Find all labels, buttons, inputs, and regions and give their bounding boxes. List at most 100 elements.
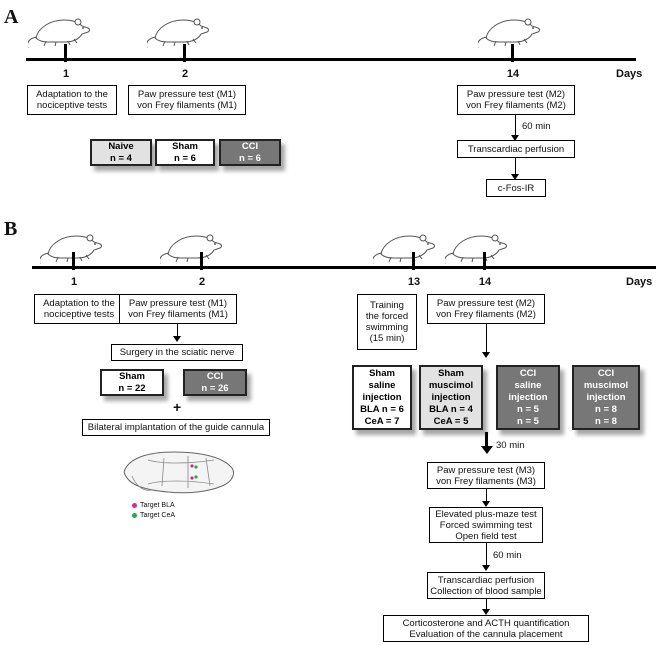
group-name: Naive	[108, 140, 134, 152]
flow-arrow-line	[486, 489, 487, 503]
group-cci: CCI n = 26	[183, 369, 247, 396]
legend-cea: Target CeA	[132, 512, 175, 519]
day-label: 13	[407, 276, 421, 288]
box-line: swimming	[365, 322, 409, 333]
group-line: muscimol	[583, 379, 629, 391]
legend-label: Target CeA	[140, 512, 176, 519]
box-line: Paw pressure test (M3)	[436, 464, 536, 476]
group-n: n = 6	[174, 152, 196, 164]
group-line: n = 5	[517, 403, 539, 415]
group-line: CeA = 5	[433, 415, 469, 427]
box-line: von Frey filaments (M3)	[436, 475, 536, 487]
days-axis-label: Days	[616, 68, 643, 80]
perfusion-box: Transcardiac perfusion Collection of blo…	[427, 572, 545, 599]
flow-arrow-line	[515, 115, 516, 137]
rat-icon	[28, 18, 91, 49]
rat-icon	[445, 234, 507, 265]
baseline-tests-box: Paw pressure test (M1) von Frey filament…	[128, 85, 246, 115]
group-line: saline	[514, 379, 542, 391]
group-line: Sham	[438, 367, 464, 379]
group-line: injection	[362, 391, 402, 403]
timeline-axis-a	[26, 58, 636, 61]
panel-b-label: B	[4, 218, 18, 240]
box-line: Adaptation to the	[43, 298, 115, 309]
box-line: Paw pressure test (M2)	[466, 89, 566, 100]
group-sham-saline: Sham saline injection BLA n = 6 CeA = 7	[352, 365, 412, 430]
implantation-box: Bilateral implantation of the guide cann…	[82, 419, 270, 436]
rat-icon	[373, 234, 435, 265]
timeline-tick	[183, 44, 186, 62]
group-cci-saline: CCI saline injection n = 5 n = 5	[496, 365, 560, 430]
timeline-tick	[200, 252, 203, 270]
group-line: CCI	[597, 367, 615, 379]
group-line: saline	[368, 379, 396, 391]
adaptation-box: Adaptation to the nociceptive tests	[27, 85, 117, 115]
flow-arrow-line	[486, 599, 487, 611]
group-line: n = 8	[595, 415, 617, 427]
box-line: Paw pressure test (M1)	[137, 89, 237, 100]
box-line: von Frey filaments (M2)	[436, 309, 536, 320]
day-label: 1	[62, 68, 70, 80]
group-line: muscimol	[428, 379, 474, 391]
box-line: Evaluation of the cannula placement	[409, 628, 563, 640]
box-line: Bilateral implantation of the guide cann…	[87, 422, 265, 433]
baseline-tests-box: Paw pressure test (M1) von Frey filament…	[119, 294, 237, 324]
arrow-head	[511, 174, 519, 180]
group-cci: CCI n = 6	[219, 139, 281, 166]
training-box: Training the forced swimming (15 min)	[357, 294, 417, 350]
group-name: CCI	[241, 140, 259, 152]
plus-sign: +	[173, 399, 182, 415]
arrow-head	[482, 501, 490, 507]
group-line: n = 5	[517, 415, 539, 427]
box-line: nociceptive tests	[36, 100, 108, 111]
panel-a-label: A	[4, 6, 19, 28]
arrow-head	[482, 352, 490, 358]
timeline-tick	[412, 252, 415, 270]
box-line: Surgery in the sciatic nerve	[119, 347, 235, 358]
group-n: n = 4	[110, 152, 132, 164]
days-axis-label: Days	[626, 276, 653, 288]
cfos-box: c-Fos-IR	[486, 179, 546, 197]
perfusion-box: Transcardiac perfusion	[457, 140, 575, 158]
box-line: von Frey filaments (M1)	[128, 309, 228, 320]
timeline-tick	[72, 252, 75, 270]
box-line: c-Fos-IR	[497, 182, 535, 194]
day-label: 14	[506, 68, 520, 80]
box-line: Forced swimming test	[439, 519, 533, 531]
rat-skull-diagram	[123, 451, 235, 494]
rat-icon	[160, 234, 222, 265]
day-label: 1	[70, 276, 78, 288]
arrow-head	[482, 609, 490, 615]
box-line: the forced	[365, 311, 409, 322]
behavior-tests-box: Elevated plus-maze test Forced swimming …	[429, 507, 543, 543]
box-line: Corticosterone and ACTH quantification	[402, 617, 570, 629]
interval-label: 60 min	[493, 550, 522, 561]
group-line: Sham	[369, 367, 395, 379]
group-line: CeA = 7	[364, 415, 400, 427]
box-line: Transcardiac perfusion	[467, 143, 565, 155]
arrow-head	[482, 565, 490, 571]
day-label: 2	[198, 276, 206, 288]
box-line: Paw pressure test (M2)	[436, 298, 536, 309]
legend-label: Target BLA	[140, 502, 175, 509]
group-line: injection	[586, 391, 626, 403]
arrow-head	[511, 135, 519, 141]
adaptation-box: Adaptation to the nociceptive tests	[34, 294, 124, 324]
flow-arrow-line	[486, 324, 487, 354]
box-line: Open field test	[455, 530, 517, 542]
group-naive: Naive n = 4	[90, 139, 152, 166]
group-sham-muscimol: Sham muscimol injection BLA n = 4 CeA = …	[419, 365, 483, 430]
legend-dot-bla	[132, 502, 137, 508]
timeline-tick	[511, 44, 514, 62]
timeline-tick	[64, 44, 67, 62]
group-line: n = 8	[595, 403, 617, 415]
day-label: 2	[181, 68, 189, 80]
final-analysis-box: Corticosterone and ACTH quantification E…	[383, 615, 589, 642]
group-line: BLA n = 6	[360, 403, 404, 415]
arrow-head	[173, 336, 181, 342]
rat-icon	[147, 18, 209, 49]
interval-label: 30 min	[496, 440, 525, 451]
box-line: Transcardiac perfusion	[437, 574, 535, 586]
arrow-head	[481, 446, 493, 454]
day14-tests-box: Paw pressure test (M2) von Frey filament…	[457, 85, 575, 115]
